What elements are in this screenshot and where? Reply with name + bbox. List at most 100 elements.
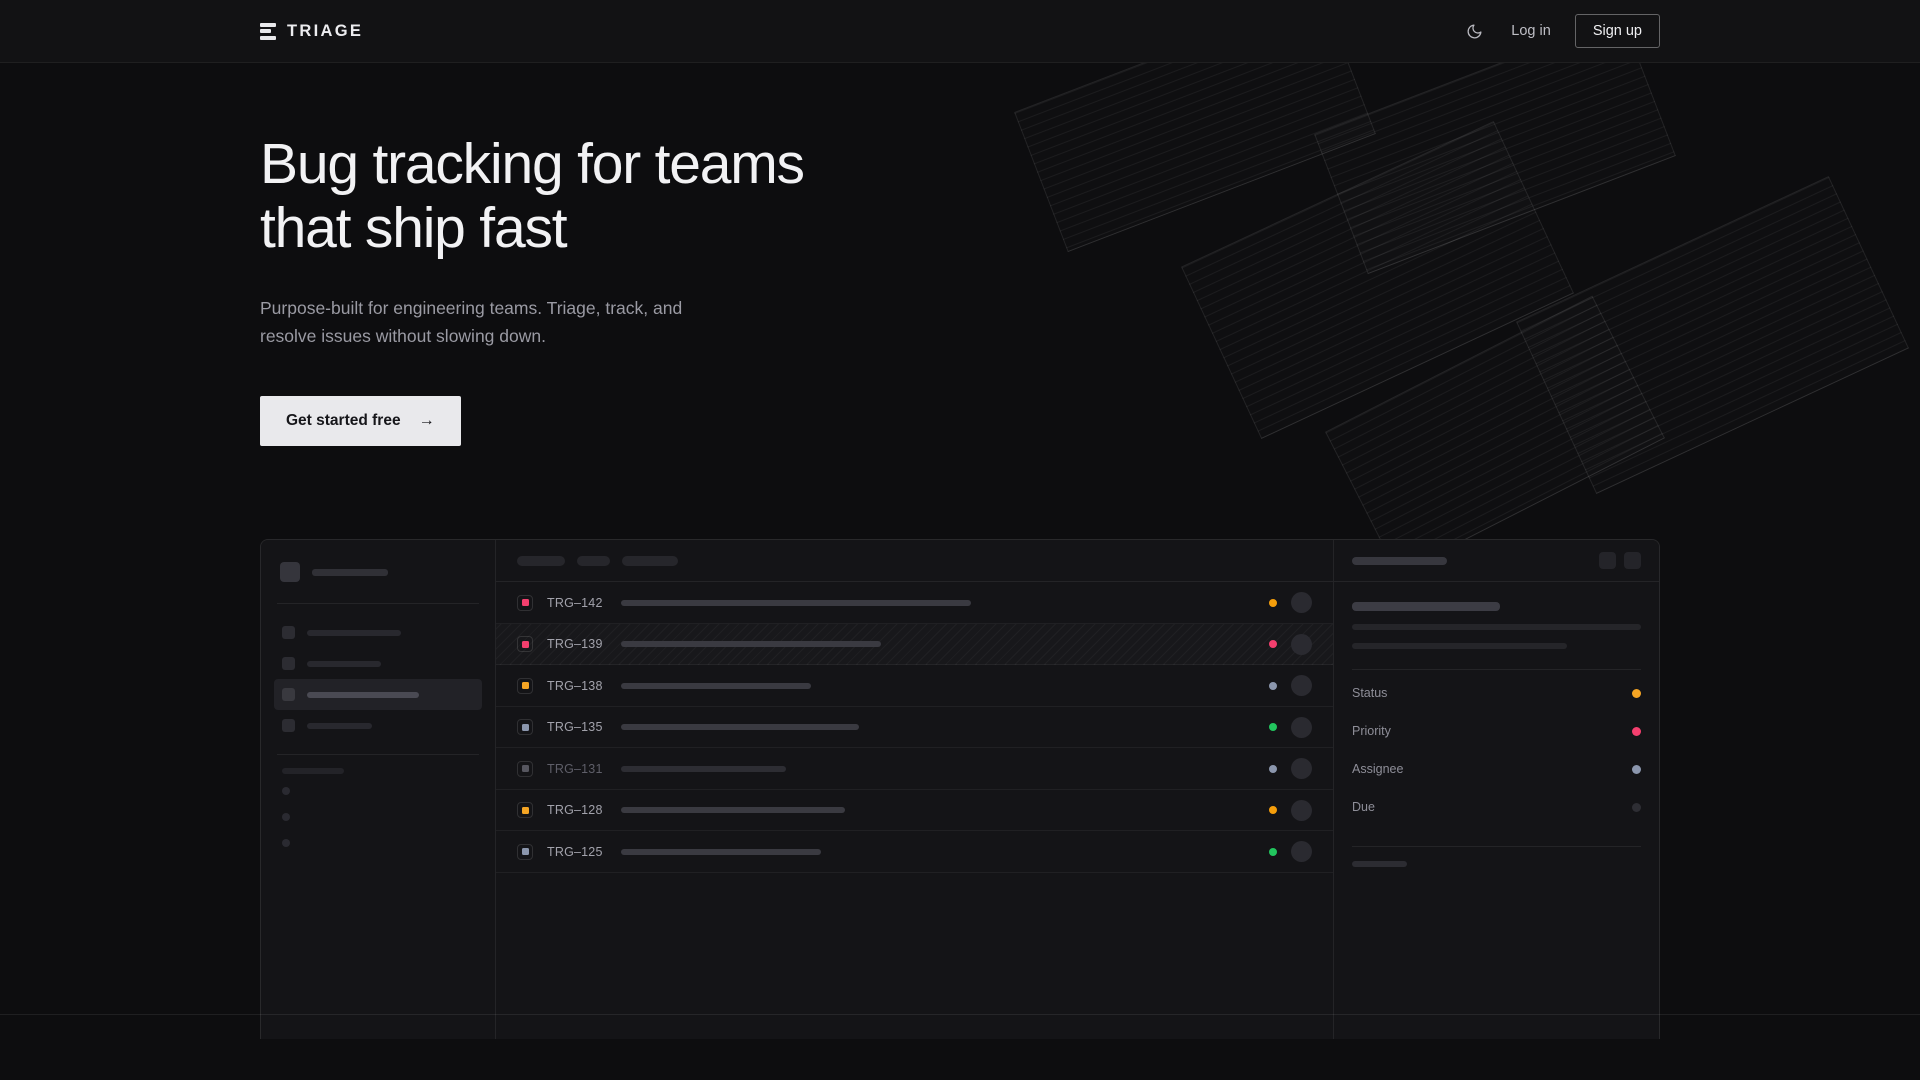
- sidebar-item-label-placeholder: [307, 660, 381, 667]
- login-link[interactable]: Log in: [1511, 23, 1551, 39]
- hero-section: Bug tracking for teams that ship fast Pu…: [260, 63, 1660, 447]
- sidebar-divider-top: [277, 603, 479, 605]
- sidebar-divider-bottom: [277, 754, 479, 756]
- issue-type-badge-icon: [517, 636, 533, 653]
- sidebar-nav-item-2[interactable]: [274, 648, 482, 679]
- arrow-right-icon: →: [418, 412, 435, 430]
- signup-button[interactable]: Sign up: [1574, 14, 1660, 48]
- issue-assignee-avatar: [1291, 799, 1312, 821]
- toolbar-chip-1[interactable]: [517, 555, 565, 566]
- detail-action-icon-2[interactable]: [1624, 552, 1641, 570]
- detail-header-actions: [1599, 552, 1641, 570]
- issue-row[interactable]: TRG–131: [496, 748, 1333, 790]
- toolbar-chip-2[interactable]: [577, 555, 610, 566]
- hero-title-line-2: that ship fast: [260, 195, 568, 260]
- sidebar-item-label-placeholder: [307, 629, 401, 636]
- detail-description-placeholder: [1352, 624, 1641, 650]
- issue-status-dot: [1269, 681, 1277, 690]
- detail-field-label: Priority: [1352, 724, 1391, 739]
- brand-logo[interactable]: TRIAGE: [260, 22, 363, 41]
- detail-field-value-dot: [1632, 688, 1641, 698]
- detail-field-assignee[interactable]: Assignee: [1352, 750, 1641, 788]
- detail-field-label: Assignee: [1352, 762, 1404, 777]
- sidebar-nav-item-3[interactable]: [274, 679, 482, 711]
- issue-row[interactable]: TRG–139: [496, 623, 1333, 666]
- toolbar-chip-3[interactable]: [622, 555, 678, 566]
- detail-field-due[interactable]: Due: [1352, 788, 1641, 826]
- issue-title-placeholder: [621, 848, 821, 855]
- issue-row-meta: [1269, 716, 1312, 738]
- preview-sidebar: [261, 540, 496, 1040]
- stacked-bars-logo-icon: [260, 22, 276, 40]
- sidebar-sub-item-dot-icon: [282, 813, 290, 822]
- issue-row-meta: [1269, 675, 1312, 697]
- issue-key: TRG–135: [547, 720, 603, 735]
- moon-icon[interactable]: [1461, 18, 1487, 44]
- issue-assignee-avatar: [1291, 841, 1312, 863]
- issue-type-badge-icon: [517, 719, 533, 736]
- sidebar-sub-item-dot-icon: [282, 787, 290, 796]
- detail-action-icon-1[interactable]: [1599, 552, 1616, 570]
- issue-row[interactable]: TRG–138: [496, 665, 1333, 707]
- detail-activity-list: [1352, 867, 1641, 903]
- issue-assignee-avatar: [1291, 633, 1312, 655]
- issue-row-meta: [1269, 799, 1312, 821]
- sidebar-item-icon: [282, 688, 295, 702]
- detail-activity-row: [1352, 885, 1641, 903]
- issue-key: TRG–139: [547, 637, 603, 652]
- sidebar-sub-item-2[interactable]: [274, 804, 482, 830]
- workspace-switcher[interactable]: [274, 554, 482, 590]
- issue-row[interactable]: TRG–125: [496, 831, 1333, 873]
- detail-field-value-dot: [1632, 802, 1641, 812]
- sidebar-nav-item-1[interactable]: [274, 617, 482, 648]
- sidebar-item-icon: [282, 657, 295, 671]
- detail-field-priority[interactable]: Priority: [1352, 712, 1641, 750]
- issue-title-placeholder: [621, 641, 881, 648]
- issue-row[interactable]: TRG–128: [496, 790, 1333, 832]
- sidebar-sub-item-1[interactable]: [274, 778, 482, 804]
- issue-type-badge-icon: [517, 843, 533, 860]
- brand-name: TRIAGE: [287, 21, 364, 40]
- issue-row[interactable]: TRG–142: [496, 582, 1333, 624]
- issue-key: TRG–142: [547, 595, 603, 610]
- page-bottom-divider: [0, 1014, 1920, 1015]
- detail-issue-title-placeholder: [1352, 602, 1500, 612]
- detail-activity-label: [1352, 861, 1407, 868]
- issue-title-placeholder: [621, 765, 786, 772]
- issue-title-placeholder: [621, 599, 971, 606]
- sidebar-nav-list: [274, 617, 482, 741]
- issue-assignee-avatar: [1291, 758, 1312, 780]
- sidebar-sub-item-3[interactable]: [274, 830, 482, 856]
- hero-subtitle: Purpose-built for engineering teams. Tri…: [260, 294, 740, 351]
- sidebar-item-label-placeholder: [307, 722, 372, 729]
- issue-row[interactable]: TRG–135: [496, 707, 1333, 749]
- sidebar-item-icon: [282, 719, 295, 733]
- issue-key: TRG–125: [547, 844, 603, 859]
- detail-field-status[interactable]: Status: [1352, 674, 1641, 712]
- get-started-button[interactable]: Get started free →: [260, 396, 461, 447]
- issue-row-meta: [1269, 633, 1312, 655]
- sidebar-nav-item-4[interactable]: [274, 710, 482, 741]
- issue-assignee-avatar: [1291, 592, 1312, 614]
- issue-title-placeholder: [621, 724, 859, 731]
- detail-field-value-dot: [1632, 764, 1641, 774]
- detail-separator-2: [1352, 846, 1641, 848]
- nav-actions: Log in Sign up: [1461, 14, 1660, 48]
- sidebar-item-label-placeholder: [307, 691, 419, 698]
- detail-separator: [1352, 669, 1641, 671]
- cta-label: Get started free: [286, 412, 401, 430]
- detail-field-label: Status: [1352, 686, 1388, 701]
- issue-status-dot: [1269, 723, 1277, 732]
- detail-description-line-1: [1352, 624, 1641, 631]
- issue-list-toolbar: [496, 540, 1333, 583]
- workspace-name-placeholder: [312, 568, 388, 576]
- issue-status-dot: [1269, 598, 1277, 607]
- issue-title-placeholder: [621, 682, 811, 689]
- issue-assignee-avatar: [1291, 675, 1312, 697]
- issue-type-badge-icon: [517, 594, 533, 611]
- detail-activity-row: [1352, 867, 1641, 885]
